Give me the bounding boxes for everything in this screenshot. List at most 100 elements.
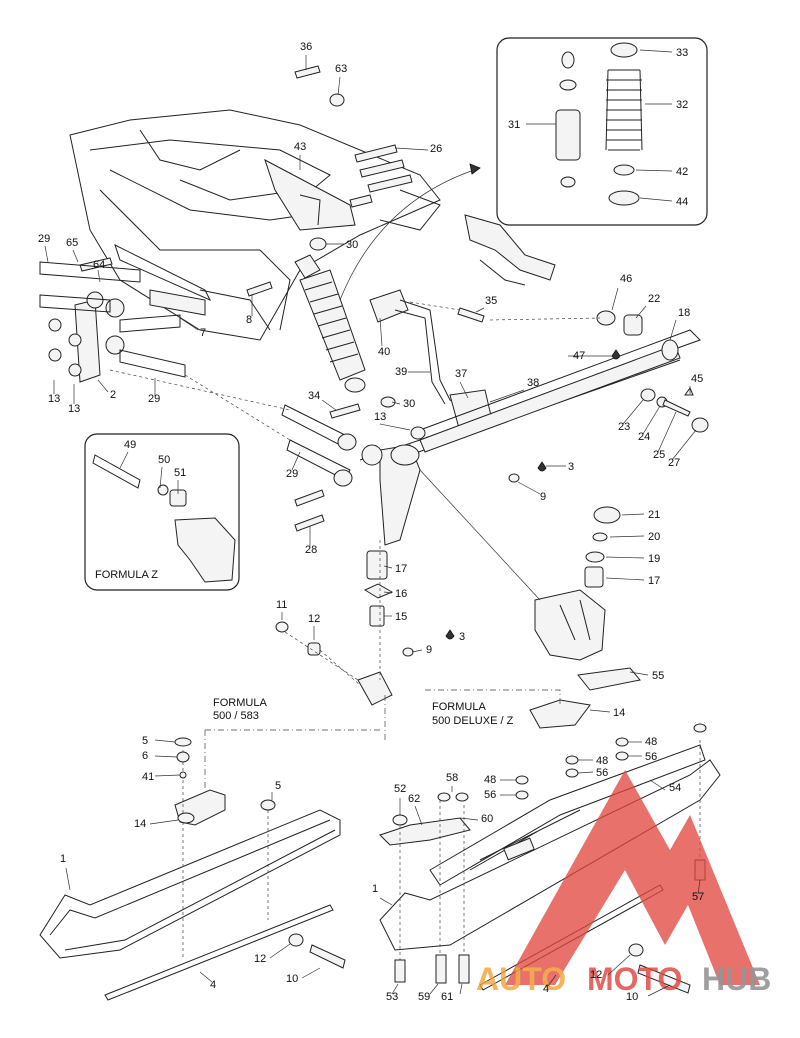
callout-leader (647, 984, 671, 997)
washer-16 (363, 583, 394, 599)
callout-leader (337, 76, 341, 96)
grease-3b (445, 629, 455, 640)
callout-leader (622, 399, 644, 425)
callout-leader (577, 771, 594, 774)
callout-number: 36 (300, 41, 312, 53)
callout-number: 5 (275, 780, 281, 792)
callout-leader (459, 817, 479, 821)
callout-number: 12 (254, 953, 266, 965)
callout-number: 29 (38, 233, 50, 245)
washer-46 (596, 310, 616, 326)
watermark-hub: HUB (702, 961, 771, 997)
callout-number: 61 (441, 991, 453, 1003)
nut-52 (392, 814, 408, 826)
callout-leader (391, 401, 401, 405)
callout-leader (459, 381, 469, 399)
callout-number: 6 (142, 750, 148, 762)
callout-number: 65 (66, 237, 78, 249)
callout-number: 42 (676, 166, 688, 178)
callout-number: 38 (527, 377, 539, 389)
washer-30 (309, 237, 327, 251)
callout-number: 17 (648, 575, 660, 587)
nut-5 (174, 737, 192, 747)
shock-absorber (294, 254, 366, 393)
callout-number: 9 (540, 491, 546, 503)
callout-number: 16 (395, 588, 407, 600)
callout-number: 10 (626, 991, 638, 1003)
callout-leader (97, 379, 109, 393)
callout-leader (291, 451, 301, 471)
ski-left (39, 729, 380, 1001)
callout-leader (119, 451, 129, 469)
callout-leader (97, 269, 101, 283)
callout-number: 13 (374, 411, 386, 423)
callout-leader (609, 535, 645, 538)
callout-number: 10 (286, 973, 298, 985)
callout-number: 3 (459, 631, 465, 643)
callout-number: 20 (648, 531, 660, 543)
callout-number: 11 (276, 599, 287, 611)
callout-number: 5 (142, 735, 148, 747)
watermark-moto: MOTO (587, 961, 682, 997)
steering-arm (464, 214, 556, 286)
callout-number: 25 (653, 449, 665, 461)
callout-number: 48 (596, 755, 608, 767)
caption-formula-500-583-l2: 500 / 583 (213, 710, 259, 722)
callout-leader (44, 245, 49, 263)
callout-leader (149, 819, 179, 825)
cotter-45 (684, 386, 694, 396)
tie-rod-18 (419, 344, 681, 453)
spindle-15 (369, 605, 385, 627)
watermark-auto: AUTO (476, 961, 566, 997)
callout-number: 46 (620, 273, 632, 285)
callout-number: 7 (200, 327, 206, 339)
washer-56b (565, 768, 579, 778)
spacer-41 (179, 771, 187, 779)
callout-number: 31 (508, 119, 520, 131)
washer-30b (380, 396, 396, 408)
callout-number: 56 (645, 751, 657, 763)
callout-number: 32 (676, 99, 688, 111)
callout-number: 3 (568, 461, 574, 473)
spindle-knuckle (357, 671, 393, 706)
bracket-43 (264, 158, 356, 231)
fitting-9b (402, 647, 414, 657)
callout-number: 49 (124, 439, 136, 451)
callout-leader (154, 739, 176, 743)
callout-number: 30 (346, 239, 358, 251)
grease-3 (537, 461, 547, 472)
part-23 (640, 388, 656, 402)
callout-leader (639, 197, 673, 202)
bushing-17 (366, 550, 388, 580)
callout-number: 47 (573, 350, 585, 362)
callout-leader (72, 249, 79, 263)
shock-inset (496, 37, 708, 226)
bolt-34 (329, 403, 361, 419)
callout-number: 40 (378, 346, 390, 358)
callout-number: 48 (484, 774, 496, 786)
callout-number: 8 (246, 314, 252, 326)
callout-number: 1 (372, 883, 378, 895)
callout-leader (635, 305, 647, 319)
callout-number: 56 (596, 767, 608, 779)
callout-leader (154, 755, 178, 758)
callout-number: 27 (668, 457, 680, 469)
plate-55 (577, 667, 641, 691)
callout-number: 59 (418, 991, 430, 1003)
callout-number: 55 (652, 670, 664, 682)
callout-number: 12 (590, 969, 602, 981)
callout-leader (391, 983, 399, 995)
callout-number: 12 (308, 613, 320, 625)
callout-number: 33 (676, 47, 688, 59)
callout-number: 53 (386, 991, 398, 1003)
callout-leader (697, 879, 701, 895)
nut-48c (615, 737, 629, 747)
callout-leader (669, 319, 677, 341)
callout-leader (547, 974, 557, 987)
callout-leader (489, 389, 525, 403)
callout-number: 63 (335, 63, 347, 75)
cap-27 (691, 417, 709, 433)
bolt-25 (662, 399, 691, 417)
nut-11 (275, 621, 289, 633)
